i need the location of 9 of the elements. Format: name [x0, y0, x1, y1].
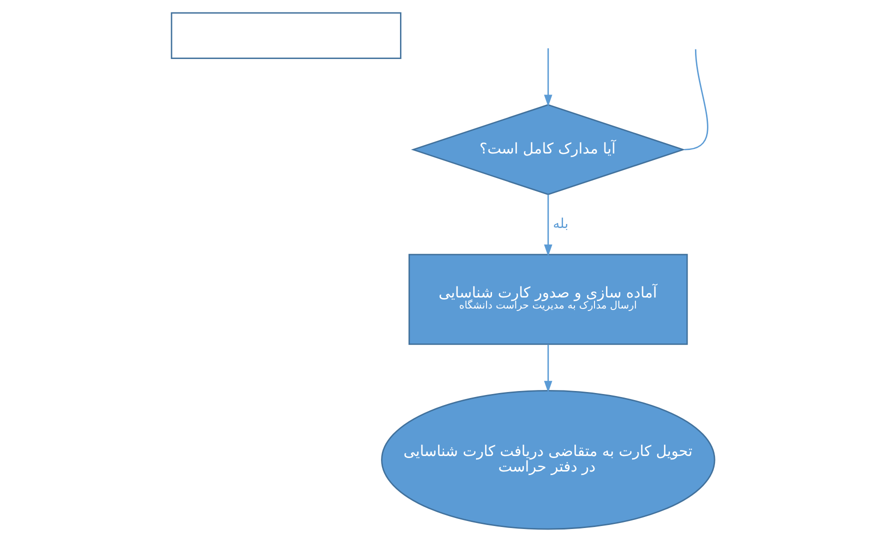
edge-label: بله [552, 216, 568, 232]
node-box [170, 12, 401, 59]
node-box: آماده سازی و صدور کارت شناسایی ارسال مدارک به مدیریت حراست دانشگاه [408, 254, 688, 345]
node-ellipse: تحویل کارت به متقاضی دریافت کارت شناسایی در دفتر حراست [380, 390, 715, 530]
arrow [544, 344, 552, 393]
arrow [544, 194, 552, 256]
connector [684, 49, 708, 150]
node-diamond: آیا مدارک کامل است؟ [410, 104, 685, 196]
arrow [544, 48, 552, 107]
